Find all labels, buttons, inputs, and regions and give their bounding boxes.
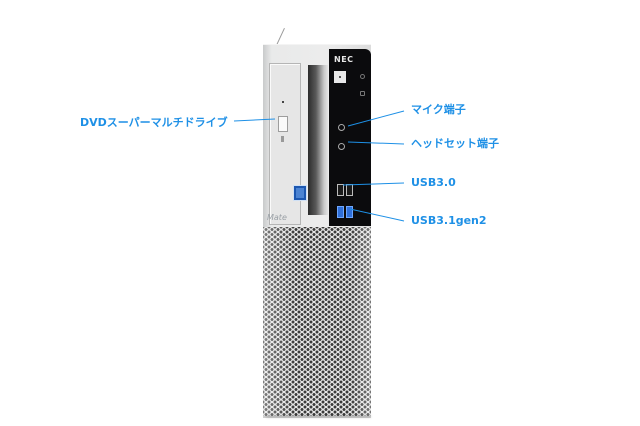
label-headset-jack: ヘッドセット端子 [411,137,499,150]
usb30-port-1[interactable] [337,184,344,196]
hdd-indicator-icon [360,91,365,96]
chassis-upper: Mate NEC [263,44,371,228]
label-dvd-drive: DVDスーパーマルチドライブ [80,116,228,129]
dvd-leader-line [233,118,276,122]
usb31-leader-line [349,208,405,222]
drive-eject-button[interactable] [278,116,288,132]
nec-logo: NEC [334,55,354,64]
label-usb30: USB3.0 [411,176,456,189]
headset-leader-line [347,141,405,145]
headset-jack[interactable] [338,143,345,150]
usb30-leader-line [342,182,405,186]
desktop-pc-front: Mate NEC [263,44,371,418]
power-button[interactable] [334,71,346,83]
usb31-port-1[interactable] [337,206,344,218]
drive-pinhole [282,101,284,103]
label-usb31: USB3.1gen2 [411,214,487,227]
mic-leader-line [347,110,405,127]
intel-badge-icon [293,185,307,201]
floor-shadow [266,415,371,418]
usb31-port-2[interactable] [346,206,353,218]
label-mic-jack: マイク端子 [411,103,466,116]
mic-jack[interactable] [338,124,345,131]
power-indicator-icon [360,74,365,79]
front-io-panel: NEC [329,49,371,226]
drive-led [281,136,284,142]
model-badge: Mate [267,213,287,222]
front-mesh-grille [263,227,371,418]
chassis-groove [308,65,328,215]
